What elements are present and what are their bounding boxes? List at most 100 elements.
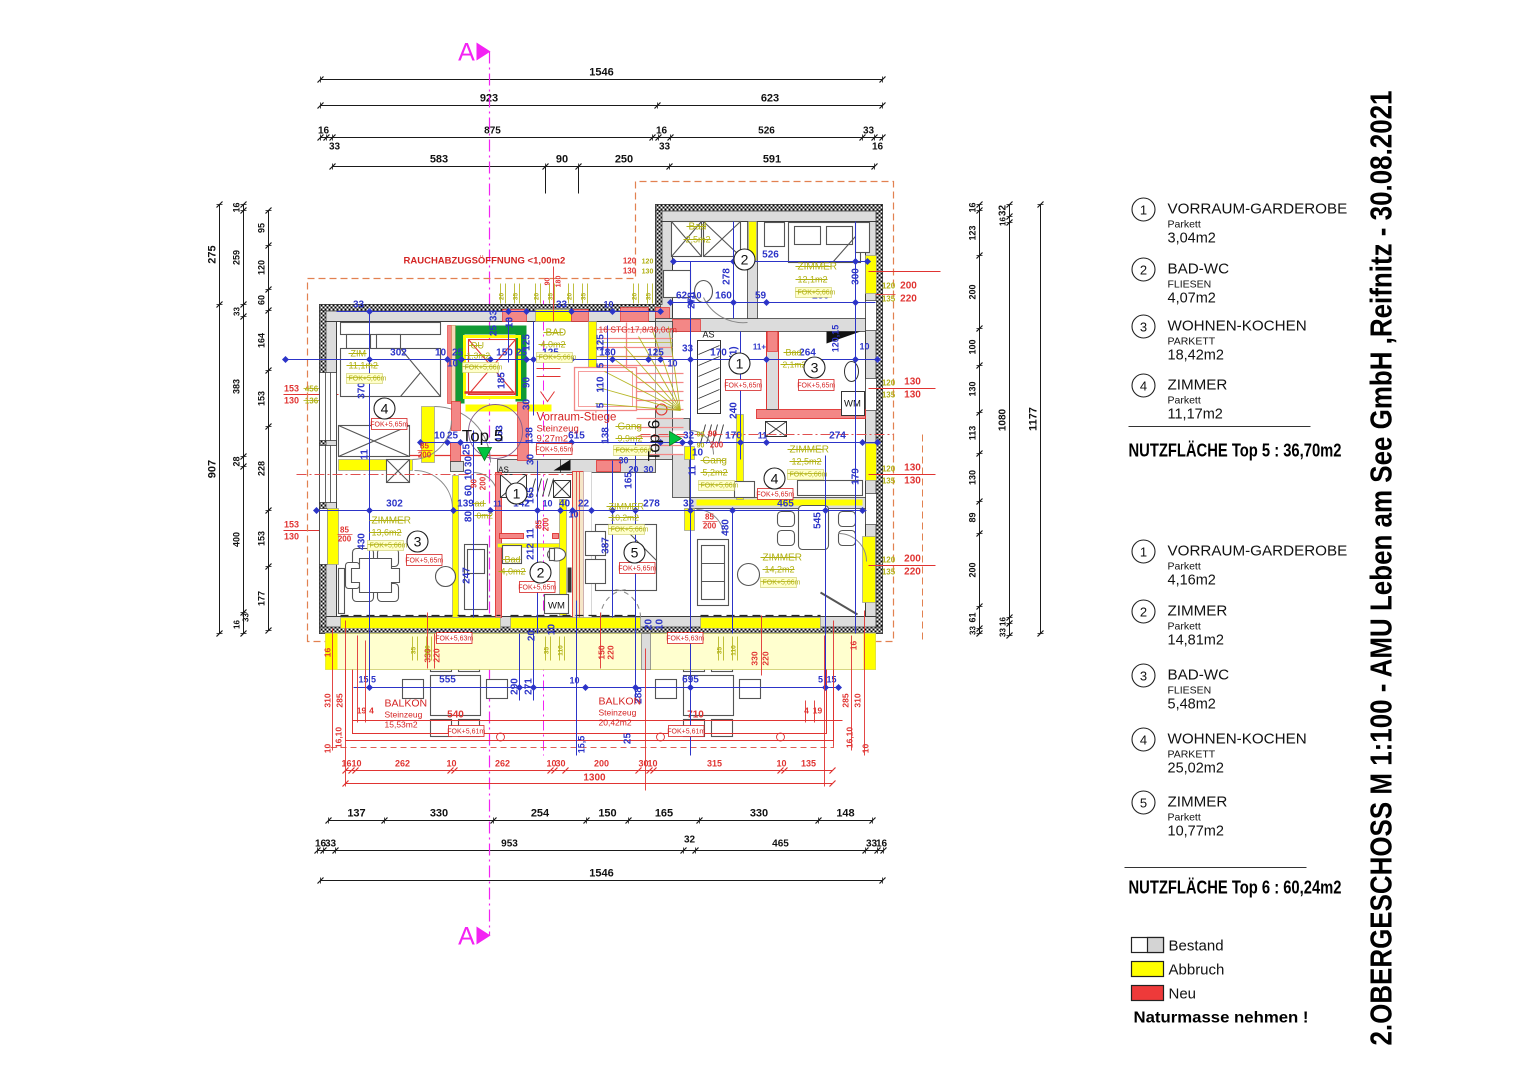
svg-text:163: 163 xyxy=(495,425,506,442)
svg-text:130: 130 xyxy=(284,396,299,406)
svg-text:VORRAUM-GARDEROBE: VORRAUM-GARDEROBE xyxy=(1168,543,1348,560)
svg-text:ZIMMER: ZIMMER xyxy=(372,516,411,527)
svg-text:90: 90 xyxy=(556,154,568,166)
svg-text:11: 11 xyxy=(526,528,537,539)
svg-text:142: 142 xyxy=(513,499,530,510)
svg-text:120: 120 xyxy=(257,260,267,275)
svg-text:PARKETT: PARKETT xyxy=(1168,749,1216,761)
svg-text:278: 278 xyxy=(643,499,660,510)
svg-text:120: 120 xyxy=(623,257,637,266)
svg-text:10: 10 xyxy=(569,676,579,686)
svg-text:28: 28 xyxy=(232,456,242,466)
svg-text:Parkett: Parkett xyxy=(1168,561,1201,573)
svg-text:583: 583 xyxy=(430,154,448,166)
svg-text:85: 85 xyxy=(535,520,544,529)
svg-text:1: 1 xyxy=(1140,545,1147,560)
svg-text:A: A xyxy=(458,39,475,67)
svg-text:FOK+5,66m: FOK+5,66m xyxy=(611,527,649,534)
svg-text:5: 5 xyxy=(818,675,823,685)
svg-text:25: 25 xyxy=(623,733,634,745)
svg-text:10: 10 xyxy=(655,619,666,631)
svg-text:10: 10 xyxy=(859,342,869,352)
svg-text:135: 135 xyxy=(882,477,896,486)
svg-text:20,42m2: 20,42m2 xyxy=(599,718,632,728)
svg-text:33: 33 xyxy=(659,142,671,153)
svg-text:138: 138 xyxy=(601,427,612,444)
svg-text:30: 30 xyxy=(526,454,537,466)
svg-text:4: 4 xyxy=(771,470,779,486)
svg-text:177: 177 xyxy=(257,591,267,606)
svg-text:25,02m2: 25,02m2 xyxy=(1168,761,1224,777)
svg-text:3,04m2: 3,04m2 xyxy=(1168,231,1216,247)
svg-text:387: 387 xyxy=(601,537,612,554)
svg-text:10,77m2: 10,77m2 xyxy=(1168,824,1224,840)
svg-text:370: 370 xyxy=(357,382,368,399)
svg-text:2: 2 xyxy=(537,564,545,580)
svg-text:VORRAUM-GARDEROBE: VORRAUM-GARDEROBE xyxy=(1168,201,1348,218)
svg-text:4: 4 xyxy=(1140,733,1147,748)
svg-text:315: 315 xyxy=(707,759,722,769)
svg-text:212: 212 xyxy=(526,543,537,560)
svg-text:30: 30 xyxy=(618,456,628,466)
svg-text:FOK+5,66m: FOK+5,66m xyxy=(790,472,828,479)
svg-text:130: 130 xyxy=(904,476,921,487)
svg-text:92: 92 xyxy=(697,432,705,439)
svg-text:32: 32 xyxy=(684,835,696,846)
svg-text:153: 153 xyxy=(257,391,267,406)
svg-text:220: 220 xyxy=(904,567,921,578)
svg-text:16: 16 xyxy=(232,202,242,212)
svg-text:10: 10 xyxy=(667,359,677,369)
svg-text:60: 60 xyxy=(257,295,267,305)
svg-text:10: 10 xyxy=(542,499,552,509)
svg-text:15: 15 xyxy=(358,675,368,685)
svg-text:623: 623 xyxy=(761,93,779,105)
svg-text:FOK+5,66m: FOK+5,66m xyxy=(798,290,836,297)
svg-text:9,27m2: 9,27m2 xyxy=(537,434,569,445)
svg-text:19: 19 xyxy=(813,706,823,716)
svg-text:16: 16 xyxy=(233,620,242,629)
svg-text:4: 4 xyxy=(804,706,809,716)
svg-text:18,42m2: 18,42m2 xyxy=(1168,348,1224,364)
svg-text:AS: AS xyxy=(498,466,509,475)
svg-text:180: 180 xyxy=(599,348,616,359)
svg-text:20: 20 xyxy=(567,293,574,301)
svg-text:25: 25 xyxy=(516,348,528,359)
svg-text:153: 153 xyxy=(257,531,267,546)
svg-text:Steinzeug: Steinzeug xyxy=(599,708,637,718)
svg-text:Steinzeug: Steinzeug xyxy=(385,710,423,720)
svg-text:130: 130 xyxy=(968,470,978,485)
svg-text:138: 138 xyxy=(525,427,536,444)
svg-text:10: 10 xyxy=(692,448,704,459)
svg-text:33: 33 xyxy=(866,839,878,850)
svg-text:200: 200 xyxy=(900,281,917,292)
svg-text:615: 615 xyxy=(568,431,585,442)
svg-text:33: 33 xyxy=(863,126,875,137)
svg-text:285: 285 xyxy=(335,693,345,707)
svg-text:Bad: Bad xyxy=(689,222,707,233)
svg-text:130: 130 xyxy=(904,377,921,388)
svg-text:15: 15 xyxy=(826,675,836,685)
svg-text:135: 135 xyxy=(882,391,896,400)
svg-text:5: 5 xyxy=(596,402,607,408)
svg-text:FOK+5,66m: FOK+5,66m xyxy=(465,365,503,372)
svg-text:150: 150 xyxy=(496,348,513,359)
svg-text:11: 11 xyxy=(493,500,502,509)
svg-text:123: 123 xyxy=(968,225,978,240)
svg-text:FOK+5,66m: FOK+5,66m xyxy=(539,355,577,362)
svg-text:Parkett: Parkett xyxy=(1168,812,1201,824)
svg-text:259: 259 xyxy=(232,250,242,265)
svg-text:Naturmasse nehmen !: Naturmasse nehmen ! xyxy=(1134,1010,1309,1027)
svg-text:60: 60 xyxy=(464,485,475,497)
svg-text:153: 153 xyxy=(284,384,299,394)
svg-text:WOHNEN-KOCHEN: WOHNEN-KOCHEN xyxy=(1168,731,1307,748)
svg-text:165: 165 xyxy=(624,472,635,489)
svg-text:120: 120 xyxy=(642,259,654,266)
svg-text:16: 16 xyxy=(999,617,1008,626)
svg-text:2.OBERGESCHOSS M 1:100 - AMU L: 2.OBERGESCHOSS M 1:100 - AMU Leben am Se… xyxy=(1364,91,1399,1046)
svg-text:FOK+5,65m: FOK+5,65m xyxy=(518,585,556,592)
svg-text:2: 2 xyxy=(741,251,749,267)
svg-text:148: 148 xyxy=(836,808,854,820)
svg-text:907: 907 xyxy=(207,460,219,478)
svg-text:33: 33 xyxy=(556,300,568,311)
svg-text:16: 16 xyxy=(323,648,333,658)
